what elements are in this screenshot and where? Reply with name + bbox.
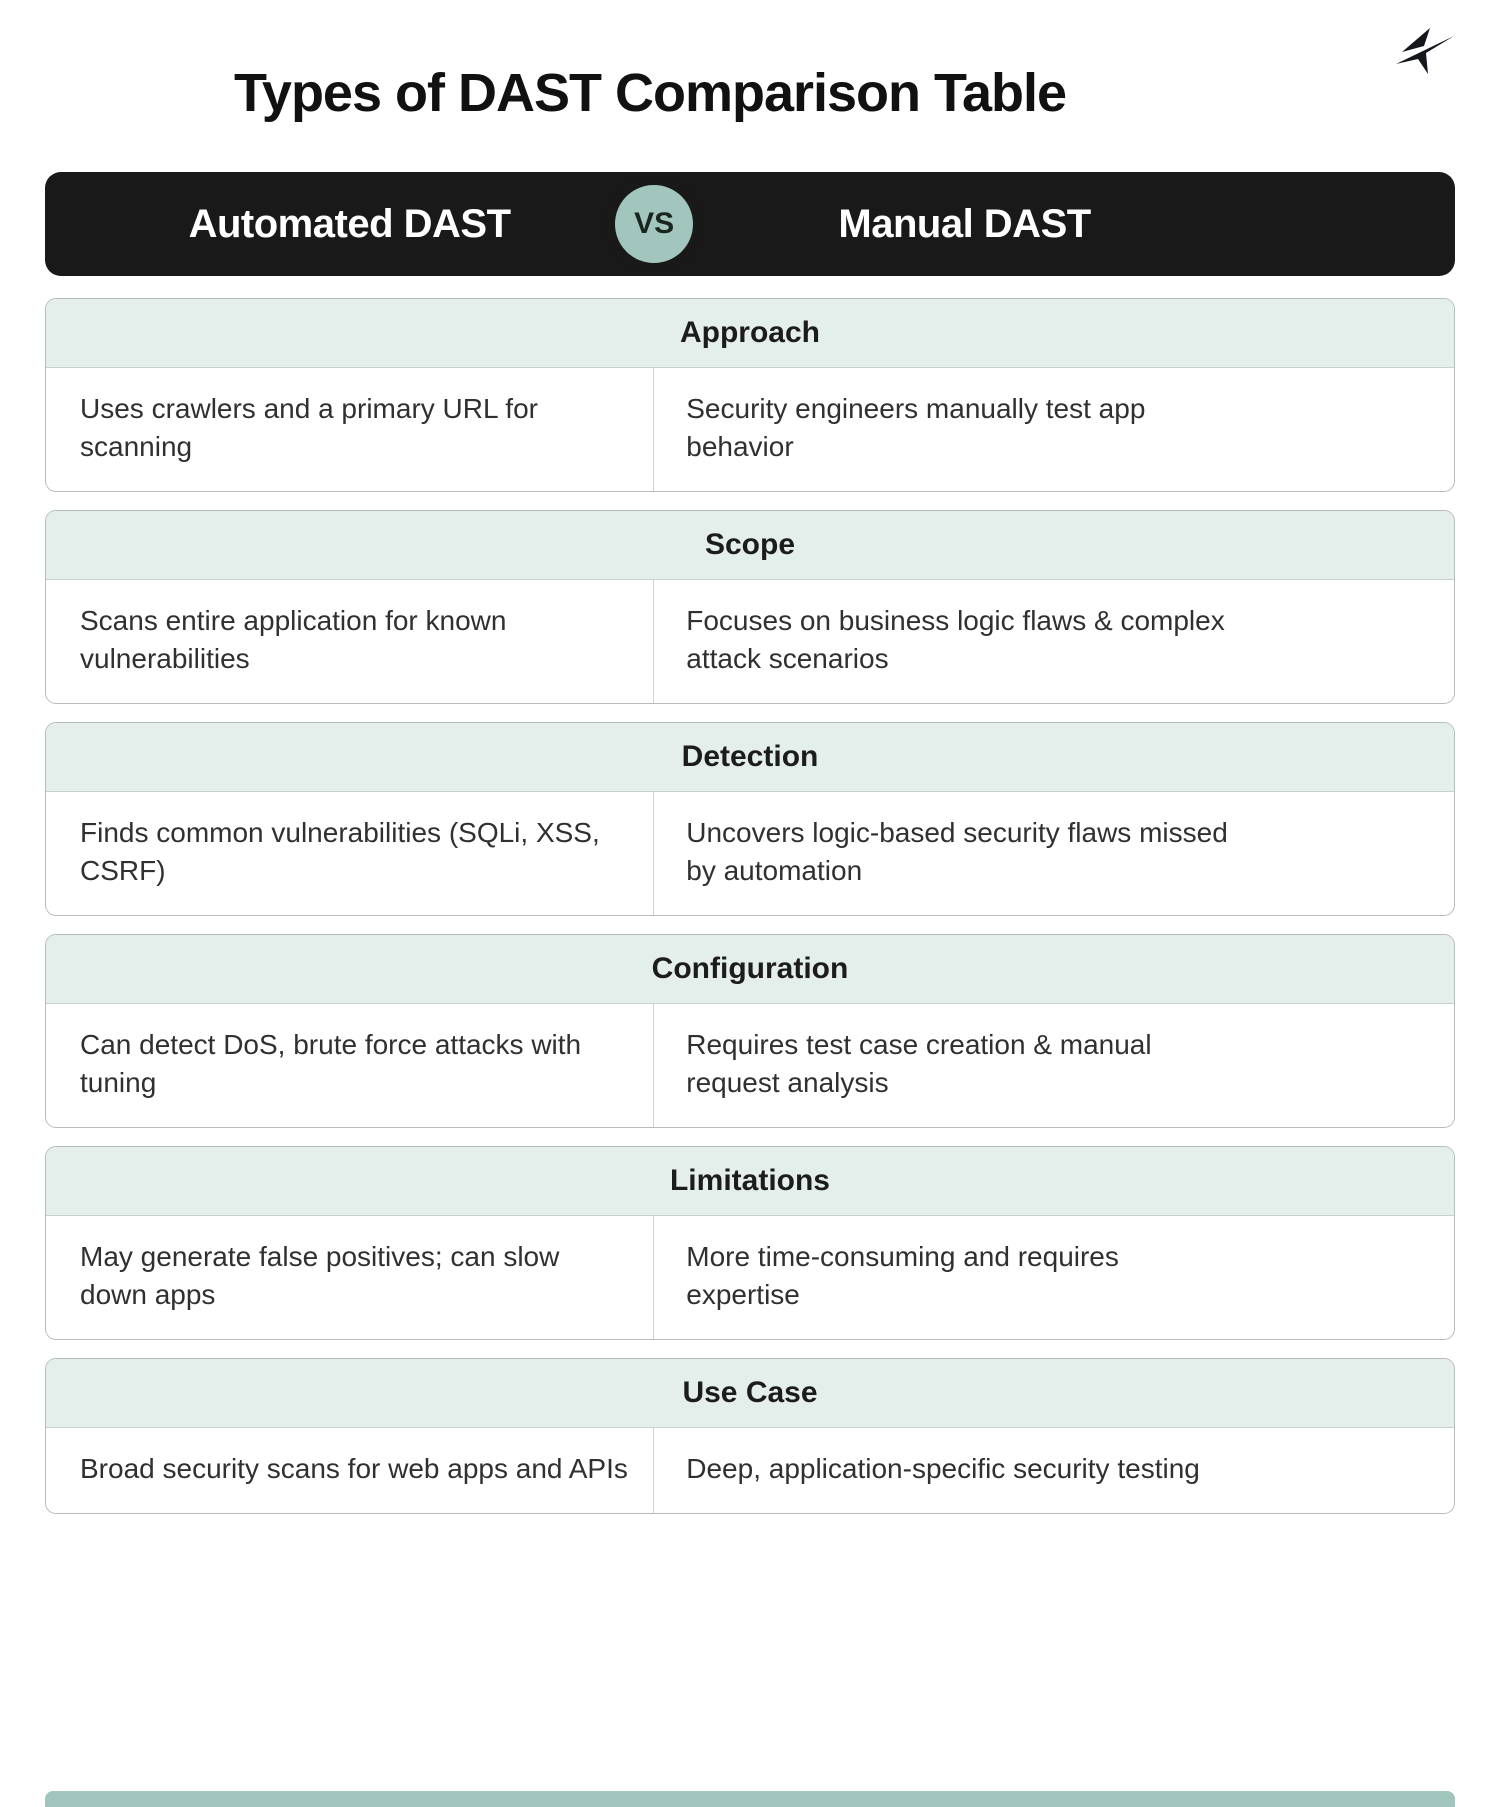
section-title: Use Case (46, 1359, 1454, 1428)
automated-dast-cell: Finds common vulnerabilities (SQLi, XSS,… (46, 792, 655, 915)
automated-dast-column-header: Automated DAST (188, 201, 511, 246)
section-title: Scope (46, 511, 1454, 580)
footer-accent-bar (45, 1791, 1455, 1807)
manual-dast-cell: Deep, application-specific security test… (686, 1453, 1200, 1484)
section-body: Uses crawlers and a primary URL for scan… (46, 368, 1454, 491)
comparison-section-card: Scope Scans entire application for known… (45, 510, 1455, 704)
section-title: Detection (46, 723, 1454, 792)
comparison-header-bar: Automated DAST Manual DAST VS (45, 172, 1455, 276)
manual-dast-cell: Focuses on business logic flaws & comple… (686, 605, 1225, 674)
comparison-section-card: Use Case Broad security scans for web ap… (45, 1358, 1455, 1514)
section-body: Finds common vulnerabilities (SQLi, XSS,… (46, 792, 1454, 915)
comparison-section-card: Limitations May generate false positives… (45, 1146, 1455, 1340)
page-title: Types of DAST Comparison Table (233, 63, 1067, 123)
comparison-section-card: Approach Uses crawlers and a primary URL… (45, 298, 1455, 492)
automated-dast-cell: Uses crawlers and a primary URL for scan… (46, 368, 655, 491)
vs-badge-label: VS (634, 207, 675, 240)
manual-dast-cell: Uncovers logic-based security flaws miss… (686, 817, 1228, 886)
comparison-section-card: Configuration Can detect DoS, brute forc… (45, 934, 1455, 1128)
origami-bird-logo-icon (1394, 26, 1456, 76)
manual-dast-cell: More time-consuming and requires experti… (686, 1241, 1119, 1310)
automated-dast-cell: Broad security scans for web apps and AP… (46, 1428, 655, 1513)
section-body: Can detect DoS, brute force attacks with… (46, 1004, 1454, 1127)
automated-dast-cell: Scans entire application for known vulne… (46, 580, 655, 703)
section-title: Limitations (46, 1147, 1454, 1216)
section-title: Approach (46, 299, 1454, 368)
comparison-section-card: Detection Finds common vulnerabilities (… (45, 722, 1455, 916)
automated-dast-cell: Can detect DoS, brute force attacks with… (46, 1004, 655, 1127)
automated-dast-cell: May generate false positives; can slow d… (46, 1216, 655, 1339)
vs-badge: VS (606, 176, 703, 272)
manual-dast-cell: Requires test case creation & manual req… (686, 1029, 1152, 1098)
section-body: Scans entire application for known vulne… (46, 580, 1454, 703)
manual-dast-column-header: Manual DAST (838, 201, 1091, 246)
section-body: May generate false positives; can slow d… (46, 1216, 1454, 1339)
manual-dast-cell: Security engineers manually test app beh… (686, 393, 1146, 462)
comparison-sections: Approach Uses crawlers and a primary URL… (45, 298, 1455, 1514)
section-title: Configuration (46, 935, 1454, 1004)
section-body: Broad security scans for web apps and AP… (46, 1428, 1454, 1513)
